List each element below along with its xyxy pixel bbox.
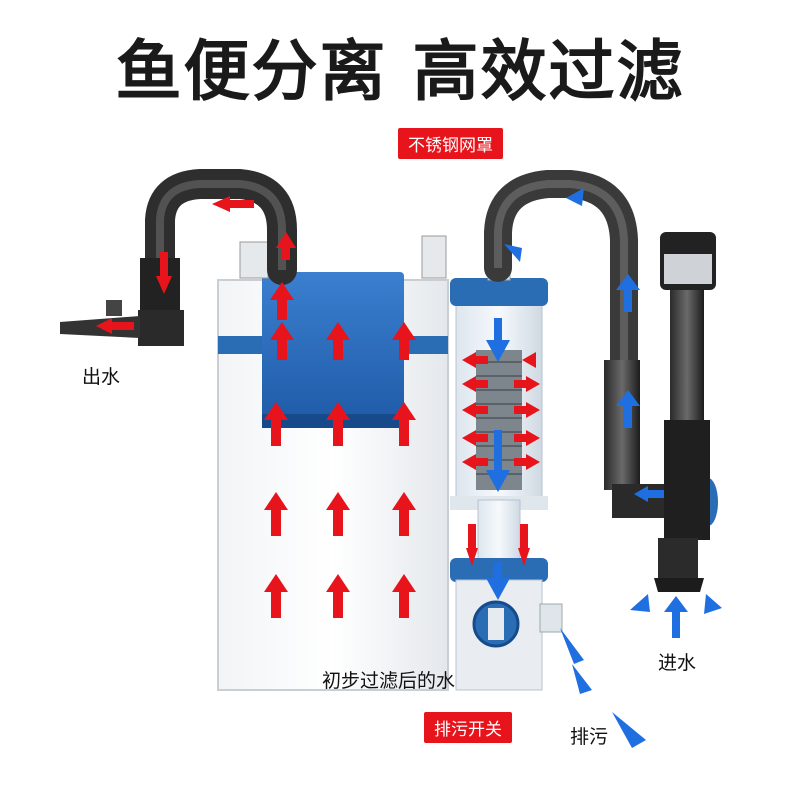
filtered-water-label: 初步过滤后的水 xyxy=(322,670,456,692)
red-flow-arrows xyxy=(96,196,416,618)
blue-flow-arrows xyxy=(486,188,722,748)
inlet-label: 进水 xyxy=(658,652,697,674)
outlet-label: 出水 xyxy=(82,366,121,388)
drain-label: 排污 xyxy=(570,726,609,748)
mesh-tag: 不锈钢网罩 xyxy=(398,128,503,159)
inlet-pipe xyxy=(484,170,718,526)
mesh-outflow-arrows xyxy=(462,352,540,566)
drain-switch-tag: 排污开关 xyxy=(424,712,512,743)
headline: 鱼便分离 高效过滤 xyxy=(115,33,685,110)
pump xyxy=(654,232,716,592)
filter-box xyxy=(217,235,449,691)
